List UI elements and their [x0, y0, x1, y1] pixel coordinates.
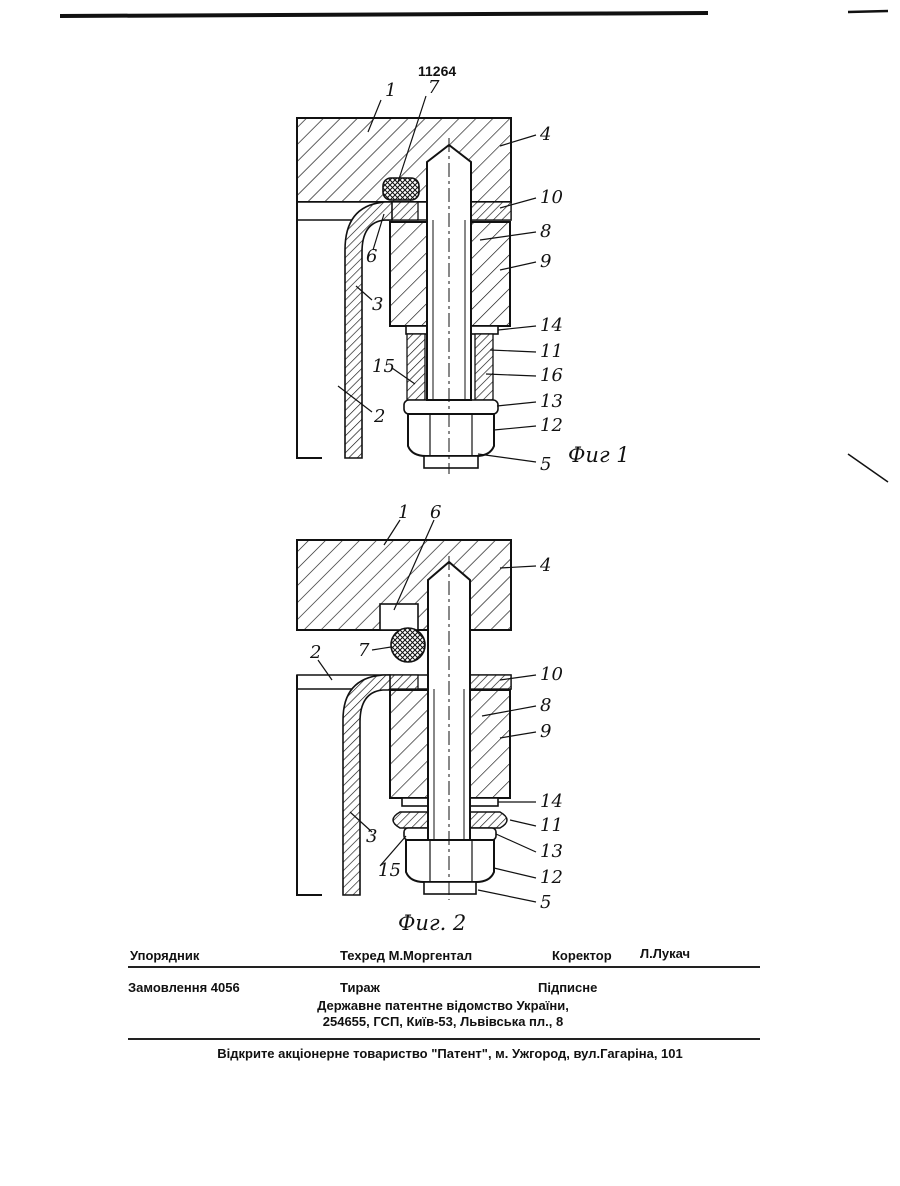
label-11: 11 [540, 341, 563, 362]
fig2-label-5: 5 [540, 892, 551, 913]
label-14: 14 [540, 315, 563, 336]
fig2-label-10: 10 [540, 664, 563, 685]
techred: Техред М.Моргентал [340, 948, 472, 963]
patent-office: Державне патентне відомство України, [298, 998, 588, 1013]
fig2-label-12: 12 [540, 867, 563, 888]
label-6: 6 [366, 246, 377, 267]
label-16: 16 [540, 365, 563, 386]
label-3: 3 [372, 294, 383, 315]
figure-1-caption: Фиг 1 [568, 443, 630, 467]
label-10: 10 [540, 187, 563, 208]
figure-2: 1 6 4 7 2 10 8 9 14 3 11 13 15 12 5 Фиг.… [297, 502, 563, 935]
label-1: 1 [385, 80, 396, 101]
fig2-label-2: 2 [309, 642, 321, 663]
scan-mark [848, 454, 888, 482]
fig2-label-4: 4 [539, 555, 551, 576]
corner-mark [848, 11, 888, 12]
label-15: 15 [372, 356, 395, 377]
fig2-label-8: 8 [540, 695, 551, 716]
office-address: 254655, ГСП, Київ-53, Львівська пл., 8 [298, 1014, 588, 1029]
fig2-label-15: 15 [378, 860, 401, 881]
fig2-label-11: 11 [540, 815, 563, 836]
fig2-label-7: 7 [358, 640, 370, 661]
corrector-label: Коректор [552, 948, 612, 963]
corrector-name: Л.Лукач [640, 946, 690, 961]
label-5: 5 [540, 454, 551, 475]
label-13: 13 [540, 391, 563, 412]
circulation: Тираж [340, 980, 380, 995]
imprint-divider-bottom [128, 1038, 760, 1040]
fig2-label-13: 13 [540, 841, 563, 862]
compiler-label: Упорядник [130, 948, 199, 963]
label-8: 8 [540, 221, 551, 242]
publisher: Відкрите акціонерне товариство "Патент",… [150, 1046, 750, 1061]
label-9: 9 [540, 251, 551, 272]
label-12: 12 [540, 415, 563, 436]
label-4: 4 [539, 124, 551, 145]
label-7: 7 [428, 77, 440, 98]
subscription: Підписне [538, 980, 597, 995]
label-2: 2 [373, 406, 385, 427]
fig2-label-6: 6 [430, 502, 441, 523]
figure-1: 1 7 4 10 8 6 9 3 14 11 15 16 13 2 12 5 Ф… [297, 77, 630, 475]
imprint-divider-top [128, 966, 760, 968]
top-border-line [60, 13, 708, 16]
figure-2-caption: Фиг. 2 [398, 911, 466, 935]
fig2-label-9: 9 [540, 721, 551, 742]
fig2-label-14: 14 [540, 791, 563, 812]
fig2-label-1: 1 [398, 502, 409, 523]
fig2-label-3: 3 [366, 826, 377, 847]
order-number: Замовлення 4056 [128, 980, 240, 995]
